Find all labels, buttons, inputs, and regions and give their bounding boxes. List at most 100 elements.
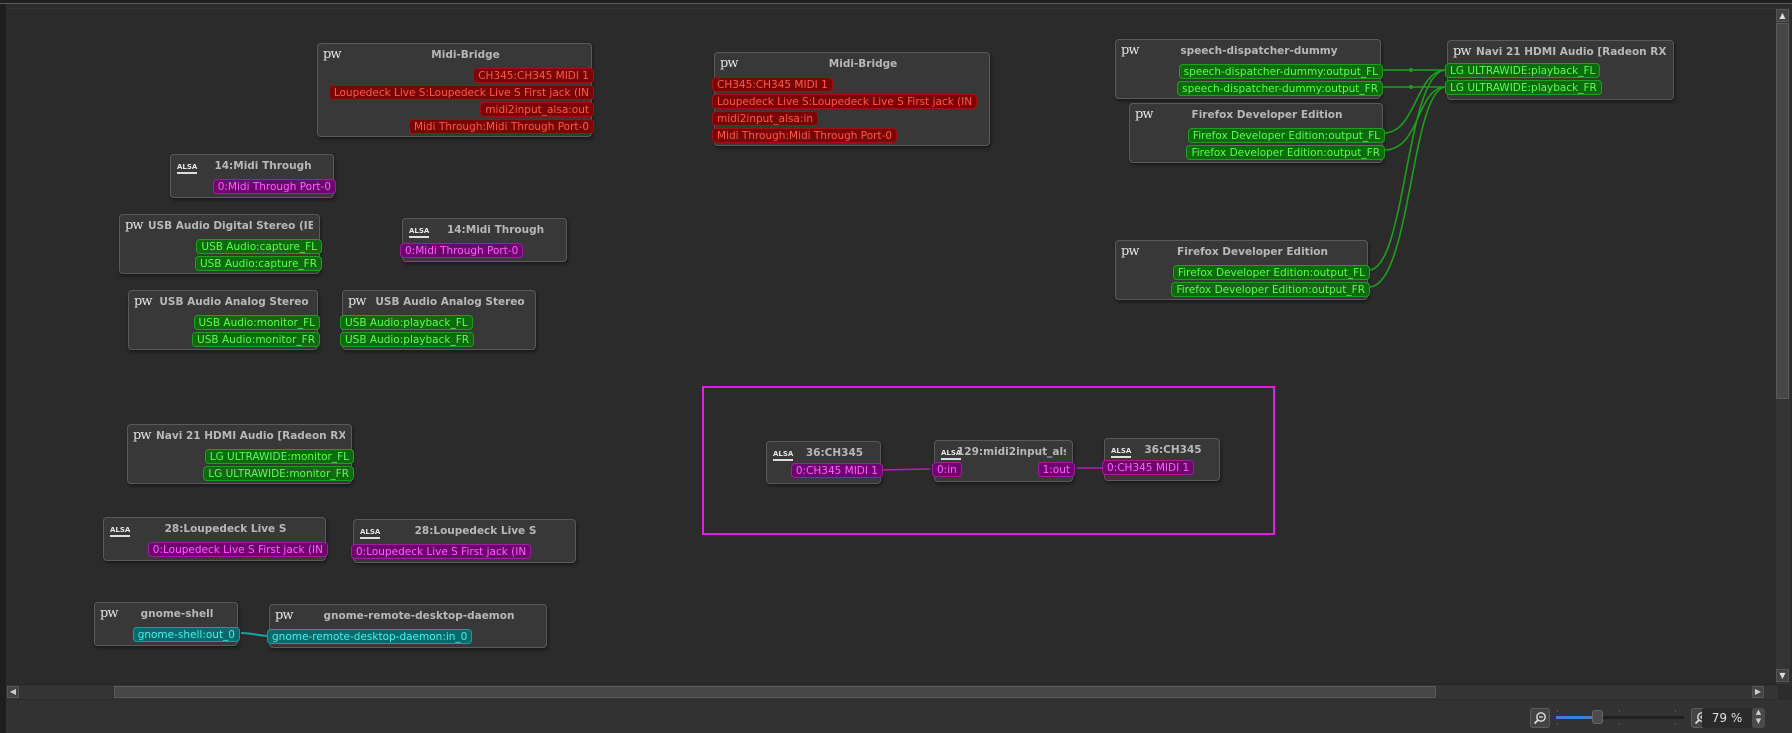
zoom-slider-fill [1556, 716, 1597, 719]
wire-arrow [1409, 68, 1413, 72]
node-speech-dummy[interactable]: pw speech-dispatcher-dummy speech-dispat… [1115, 39, 1383, 99]
port[interactable]: gnome-shell:out_0 [132, 627, 240, 642]
alsa-icon: ALSA [409, 228, 430, 238]
port[interactable]: Loupedeck Live S:Loupedeck Live S First … [712, 94, 978, 109]
spin-up-icon[interactable]: ▲ [1755, 708, 1762, 716]
port[interactable]: Firefox Developer Edition:output_FL [1172, 265, 1370, 280]
port[interactable]: LG ULTRAWIDE:monitor_FR [203, 466, 354, 481]
port[interactable]: 0:Midi Through Port-0 [212, 179, 336, 194]
node-loupedeck-out[interactable]: ALSA 28:Loupedeck Live S 0:Loupedeck Liv… [103, 517, 328, 561]
zoom-slider[interactable] [1556, 710, 1684, 725]
alsa-icon: ALSA [177, 164, 198, 174]
port[interactable]: USB Audio:capture_FR [194, 256, 322, 271]
port[interactable]: Firefox Developer Edition:output_FR [1171, 282, 1370, 297]
node-title: 129:midi2input_alsa [957, 446, 1066, 458]
node-usb-digital[interactable]: pw USB Audio Digital Stereo (IEC... USB … [119, 214, 322, 274]
port[interactable]: 0:CH345 MIDI 1 [1102, 460, 1195, 475]
port[interactable]: CH345:CH345 MIDI 1 [473, 68, 594, 83]
alsa-icon: ALSA [941, 450, 962, 460]
wire-firefox2-fr [1368, 86, 1447, 288]
scroll-up-button[interactable]: ▲ [1776, 9, 1789, 22]
port[interactable]: USB Audio:monitor_FR [192, 332, 320, 347]
wire-firefox2-fl [1368, 69, 1447, 271]
slider-tick [1557, 723, 1558, 725]
node-firefox-1[interactable]: pw Firefox Developer Edition Firefox Dev… [1129, 103, 1385, 163]
pw-icon: pw [133, 428, 151, 443]
port[interactable]: 0:Loupedeck Live S First jack (IN [351, 544, 532, 559]
wire-arrow [1409, 85, 1413, 89]
port[interactable]: USB Audio:monitor_FL [193, 315, 320, 330]
slider-tick [1557, 710, 1558, 712]
scroll-down-button[interactable]: ▼ [1776, 669, 1789, 682]
node-midi-through-in[interactable]: ALSA 14:Midi Through 0:Midi Through Port… [400, 218, 567, 262]
alsa-icon: ALSA [360, 529, 381, 539]
port[interactable]: 1:out [1037, 462, 1075, 477]
port[interactable]: USB Audio:playback_FL [340, 315, 473, 330]
port[interactable]: speech-dispatcher-dummy:output_FR [1177, 81, 1383, 96]
node-navi-out[interactable]: pw Navi 21 HDMI Audio [Radeon RX... LG U… [127, 424, 354, 484]
zoom-out-button[interactable] [1530, 708, 1550, 728]
port[interactable]: midi2input_alsa:out [480, 102, 594, 117]
node-title: 14:Midi Through [214, 160, 312, 172]
port[interactable]: 0:Loupedeck Live S First jack (IN [147, 542, 328, 557]
node-title: Midi-Bridge [431, 49, 500, 61]
zoom-percent-field[interactable]: 79 % [1702, 708, 1752, 728]
node-midi2input[interactable]: ALSA 129:midi2input_alsa 0:in 1:out [932, 440, 1075, 482]
node-ch345-out[interactable]: ALSA 36:CH345 0:CH345 MIDI 1 [766, 441, 883, 484]
scroll-left-button[interactable]: ◀ [7, 686, 19, 698]
alsa-icon: ALSA [1111, 448, 1132, 458]
pw-icon: pw [1135, 107, 1153, 122]
vertical-scroll-thumb[interactable] [1776, 23, 1789, 399]
pw-icon: pw [125, 218, 143, 233]
node-ch345-in[interactable]: ALSA 36:CH345 0:CH345 MIDI 1 [1102, 438, 1220, 481]
node-title: gnome-shell [140, 608, 214, 620]
node-midi-bridge-out[interactable]: pw Midi-Bridge CH345:CH345 MIDI 1 Louped… [317, 43, 594, 137]
node-gnome-shell[interactable]: pw gnome-shell gnome-shell:out_0 [94, 602, 240, 646]
port[interactable]: Midi Through:Midi Through Port-0 [408, 119, 594, 134]
node-navi-in[interactable]: pw Navi 21 HDMI Audio [Radeon RX... LG U… [1445, 40, 1674, 100]
node-gnome-remote[interactable]: pw gnome-remote-desktop-daemon gnome-rem… [267, 604, 547, 648]
horizontal-scroll-thumb[interactable] [114, 686, 1436, 698]
pw-icon: pw [1121, 43, 1139, 58]
port[interactable]: Firefox Developer Edition:output_FR [1186, 145, 1385, 160]
slider-tick [1675, 710, 1676, 712]
port[interactable]: CH345:CH345 MIDI 1 [712, 77, 833, 92]
vertical-scrollbar[interactable]: ▲ ▼ [1776, 8, 1790, 684]
pw-icon: pw [348, 294, 366, 309]
horizontal-scrollbar[interactable]: ◀ ▶ [6, 684, 1778, 699]
port[interactable]: Loupedeck Live S:Loupedeck Live S First … [328, 85, 594, 100]
port[interactable]: 0:in [932, 462, 962, 477]
node-title: USB Audio Analog Stereo [375, 296, 525, 308]
port[interactable]: LG ULTRAWIDE:playback_FL [1445, 63, 1601, 78]
node-title: 28:Loupedeck Live S [164, 523, 287, 535]
node-usb-analog-out[interactable]: pw USB Audio Analog Stereo USB Audio:mon… [128, 290, 320, 350]
port[interactable]: Firefox Developer Edition:output_FL [1187, 128, 1385, 143]
node-title: 36:CH345 [1144, 444, 1202, 456]
node-title: USB Audio Digital Stereo (IEC... [148, 220, 313, 232]
port[interactable]: Midi Through:Midi Through Port-0 [712, 128, 898, 143]
spin-down-icon[interactable]: ▼ [1755, 717, 1762, 725]
node-midi-through-out[interactable]: ALSA 14:Midi Through 0:Midi Through Port… [170, 154, 336, 198]
left-edge [0, 4, 6, 733]
zoom-spinner[interactable]: ▲ ▼ [1752, 708, 1765, 728]
node-loupedeck-in[interactable]: ALSA 28:Loupedeck Live S 0:Loupedeck Liv… [351, 519, 576, 563]
graph-canvas[interactable]: pw Midi-Bridge CH345:CH345 MIDI 1 Louped… [6, 8, 1778, 685]
scroll-right-button[interactable]: ▶ [1752, 686, 1764, 698]
port[interactable]: 0:CH345 MIDI 1 [790, 463, 883, 478]
node-title: Firefox Developer Edition [1177, 246, 1328, 258]
node-firefox-2[interactable]: pw Firefox Developer Edition Firefox Dev… [1115, 240, 1370, 300]
node-midi-bridge-in[interactable]: pw Midi-Bridge CH345:CH345 MIDI 1 Louped… [712, 52, 990, 146]
port[interactable]: midi2input_alsa:in [712, 111, 819, 126]
node-usb-analog-in[interactable]: pw USB Audio Analog Stereo USB Audio:pla… [340, 290, 536, 350]
port[interactable]: USB Audio:playback_FR [340, 332, 475, 347]
status-bar: 79 % ▲ ▼ [6, 700, 1792, 733]
port[interactable]: LG ULTRAWIDE:playback_FR [1445, 80, 1602, 95]
port[interactable]: speech-dispatcher-dummy:output_FL [1178, 64, 1383, 79]
pw-icon: pw [275, 608, 293, 623]
port[interactable]: USB Audio:capture_FL [196, 239, 322, 254]
zoom-slider-handle[interactable] [1592, 710, 1603, 724]
port[interactable]: gnome-remote-desktop-daemon:in_0 [267, 629, 473, 644]
port[interactable]: 0:Midi Through Port-0 [400, 243, 524, 258]
port[interactable]: LG ULTRAWIDE:monitor_FL [204, 449, 354, 464]
pw-icon: pw [100, 606, 118, 621]
